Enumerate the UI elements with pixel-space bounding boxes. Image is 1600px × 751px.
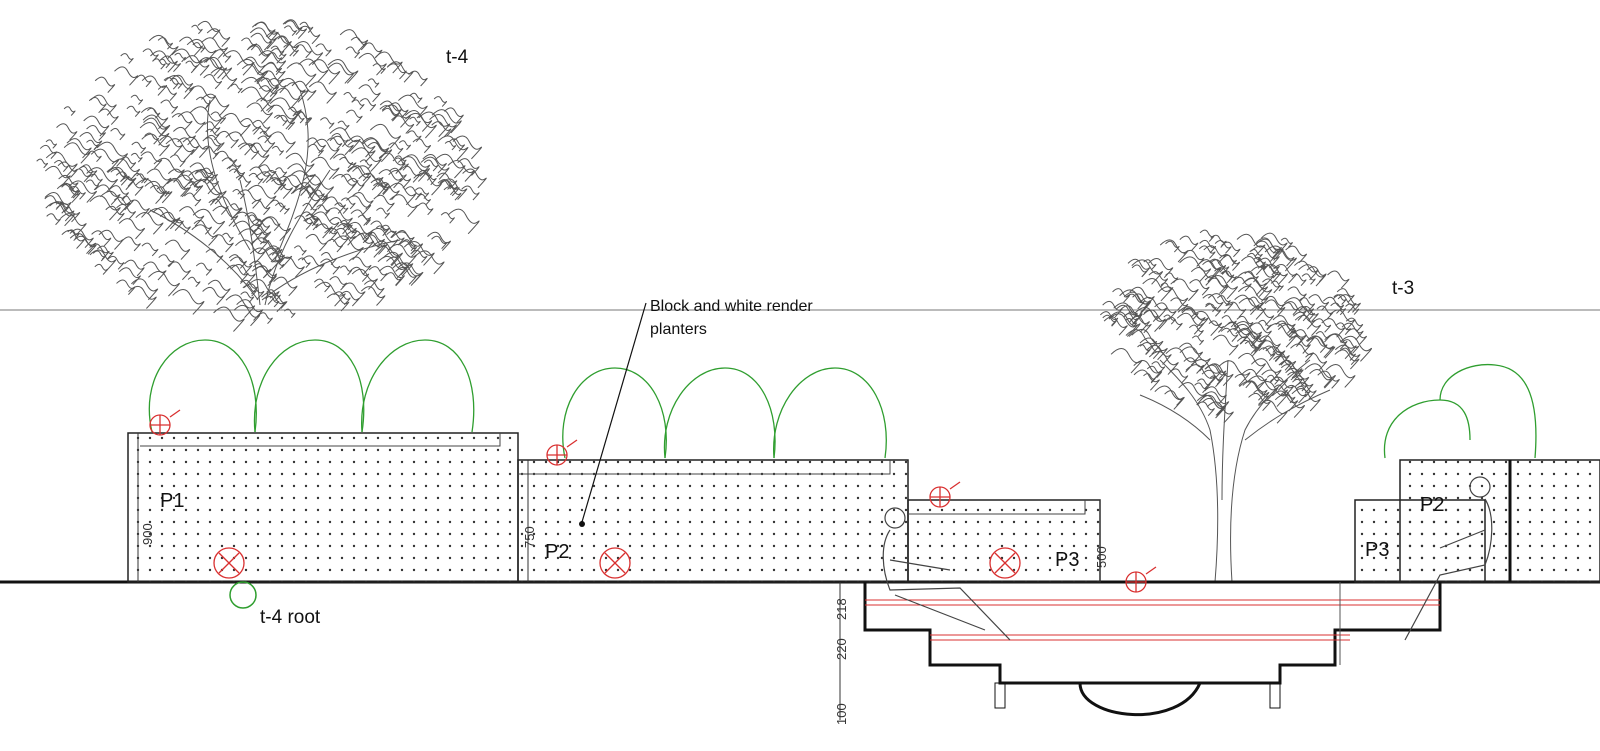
- annotation-leader: [579, 302, 647, 527]
- tree-t3-label: t-3: [1392, 278, 1414, 299]
- planter-p2-left: [517, 459, 909, 583]
- shrub-row-p1: [148, 339, 475, 433]
- planter-p1: [127, 432, 519, 583]
- tree-t4-icon: [36, 19, 487, 332]
- irrigation-symbols: [149, 409, 1157, 593]
- planter-p2-left-label: P2: [545, 541, 569, 563]
- dim-220: 220: [834, 638, 849, 660]
- planter-p2-right: [1399, 459, 1600, 583]
- dimension-lines: [137, 433, 1101, 720]
- planter-p1-label: P1: [160, 490, 184, 512]
- dim-500: 500: [1094, 546, 1109, 568]
- dim-750: 750: [522, 526, 537, 548]
- tree-t4-label: t-4: [446, 47, 469, 68]
- annotation-line1: Block and white render: [650, 298, 813, 315]
- planter-p3-left-label: P3: [1055, 549, 1079, 571]
- below-ground-structure: [863, 582, 1442, 716]
- planter-p3-right-label: P3: [1365, 539, 1389, 561]
- planter-p3-left: [907, 499, 1101, 583]
- root-label: t-4 root: [260, 607, 321, 628]
- shrub-right: [1383, 363, 1537, 459]
- root-circle-icon: [229, 581, 257, 609]
- planter-p2-right-label: P2: [1420, 494, 1444, 516]
- seated-figure-right: [1404, 476, 1493, 641]
- dim-900: 900: [140, 523, 155, 545]
- shrub-row-p2: [562, 367, 887, 459]
- annotation-line2: planters: [650, 321, 707, 338]
- dim-218: 218: [834, 598, 849, 620]
- tree-t3-icon: [1099, 229, 1373, 583]
- dim-100: 100: [834, 703, 849, 725]
- seated-figure-left: [882, 507, 1011, 641]
